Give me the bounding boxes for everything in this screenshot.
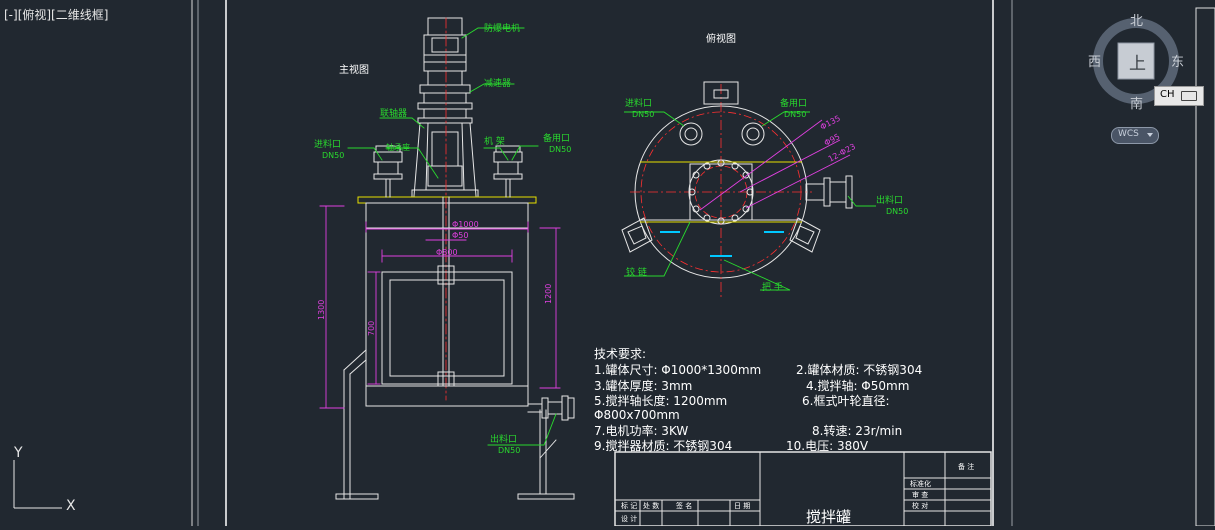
bearing-seat (431, 131, 459, 167)
ime-language-label: CH (1160, 89, 1175, 100)
dim-top-d135: Φ135 (819, 114, 842, 132)
inlet-label: 进料口 (314, 138, 341, 150)
hinge-label: 铰 链 (626, 266, 647, 278)
viewcube-top-face[interactable] (1117, 42, 1155, 80)
wcs-menu-button[interactable]: WCS (1111, 127, 1159, 144)
tb-standardize: 标准化 (910, 479, 931, 488)
motor-body (423, 34, 467, 72)
top-outlet-label: 出料口 (876, 194, 903, 206)
tb-count: 处 数 (643, 501, 659, 510)
frame-label: 机 架 (484, 135, 505, 147)
spec-title: 技术要求: (594, 347, 646, 361)
tb-drawing-name: 搅拌罐 (806, 508, 851, 526)
front-view (319, 17, 575, 500)
dim-d800: Φ800 (436, 248, 458, 257)
spec-line-5a: 7.电机功率: 3KW (594, 423, 688, 438)
handle-label: 把 手 (762, 281, 783, 293)
spec-line-2a: 3.罐体厚度: 3mm (594, 378, 692, 393)
spec-line-3b: 6.框式叶轮直径: (802, 394, 890, 408)
motor-label: 防爆电机 (484, 22, 520, 34)
keyboard-icon (1181, 91, 1197, 101)
tb-proof: 校 对 (912, 501, 928, 510)
chevron-down-icon (1147, 133, 1153, 137)
outlet-label: 出料口 (490, 433, 517, 445)
tb-sign: 签 名 (676, 501, 692, 510)
viewcube-west[interactable]: 西 (1088, 55, 1101, 70)
inlet-dn-label: DN50 (322, 151, 344, 160)
tank-lid (357, 196, 537, 204)
coupling-label: 联轴器 (380, 107, 407, 119)
spec-line-5b: 8.转速: 23r/min (812, 423, 902, 438)
tb-mark: 标 记 (621, 501, 637, 510)
wcs-label: WCS (1118, 129, 1139, 139)
top-spare-label: 备用口 (780, 97, 807, 109)
tb-remark: 备 注 (958, 462, 974, 471)
top-outlet-dn-label: DN50 (886, 207, 908, 216)
terminal-box (431, 37, 459, 53)
viewcube[interactable]: 上 北 南 西 东 (1088, 14, 1184, 112)
tb-design: 设 计 (621, 514, 637, 523)
viewcube-east[interactable]: 东 (1171, 55, 1184, 70)
dim-h1200: 1200 (544, 284, 553, 304)
title-block (614, 451, 992, 527)
front-view-title: 主视图 (339, 63, 369, 76)
spec-line-2b: 4.搅拌轴: Φ50mm (806, 378, 909, 393)
dim-h700: 700 (367, 321, 376, 336)
spec-line-6a: 9.搅拌器材质: 不锈钢304 (594, 438, 732, 453)
spec-line-3a: 5.搅拌轴长度: 1200mm (594, 393, 727, 408)
spec-line-6b: 10.电压: 380V (786, 439, 869, 453)
tb-date: 日 期 (734, 502, 750, 510)
tb-review: 审 查 (912, 490, 928, 499)
spec-line-4: Φ800x700mm (594, 408, 680, 422)
outlet-dn-label: DN50 (498, 446, 520, 455)
dim-top-d95: Φ95 (823, 132, 842, 148)
dim-d1000: Φ1000 (452, 220, 479, 229)
tank-shell (365, 202, 529, 407)
reducer-body (427, 70, 463, 86)
impeller-frame (381, 271, 513, 385)
viewcube-top-label: 上 (1129, 54, 1146, 74)
svg-text:X: X (66, 498, 76, 514)
dim-h1300: 1300 (317, 300, 326, 320)
ime-indicator[interactable]: CH (1154, 86, 1204, 106)
top-inlet-dn-label: DN50 (632, 110, 654, 119)
ucs-icon: Y X (13, 445, 76, 514)
bearing-label: 轴承座 (386, 142, 410, 152)
viewcube-south[interactable]: 南 (1130, 96, 1143, 112)
reducer-label: 减速器 (484, 77, 511, 89)
spare-dn-label: DN50 (549, 145, 571, 154)
top-view (621, 81, 876, 300)
spare-label: 备用口 (543, 132, 570, 144)
top-inlet-label: 进料口 (625, 97, 652, 109)
svg-text:Y: Y (13, 445, 23, 461)
top-spare-dn-label: DN50 (784, 110, 806, 119)
spec-line-1b: 2.罐体材质: 不锈钢304 (796, 363, 922, 377)
spec-line-1a: 1.罐体尺寸: Φ1000*1300mm (594, 363, 761, 377)
viewcube-north[interactable]: 北 (1130, 14, 1143, 29)
viewport-controls-label[interactable]: [-][俯视][二维线框] (4, 8, 109, 22)
motor-fan-cover (427, 17, 463, 36)
dim-d50: Φ50 (452, 231, 468, 240)
top-view-title: 俯视图 (706, 32, 736, 45)
